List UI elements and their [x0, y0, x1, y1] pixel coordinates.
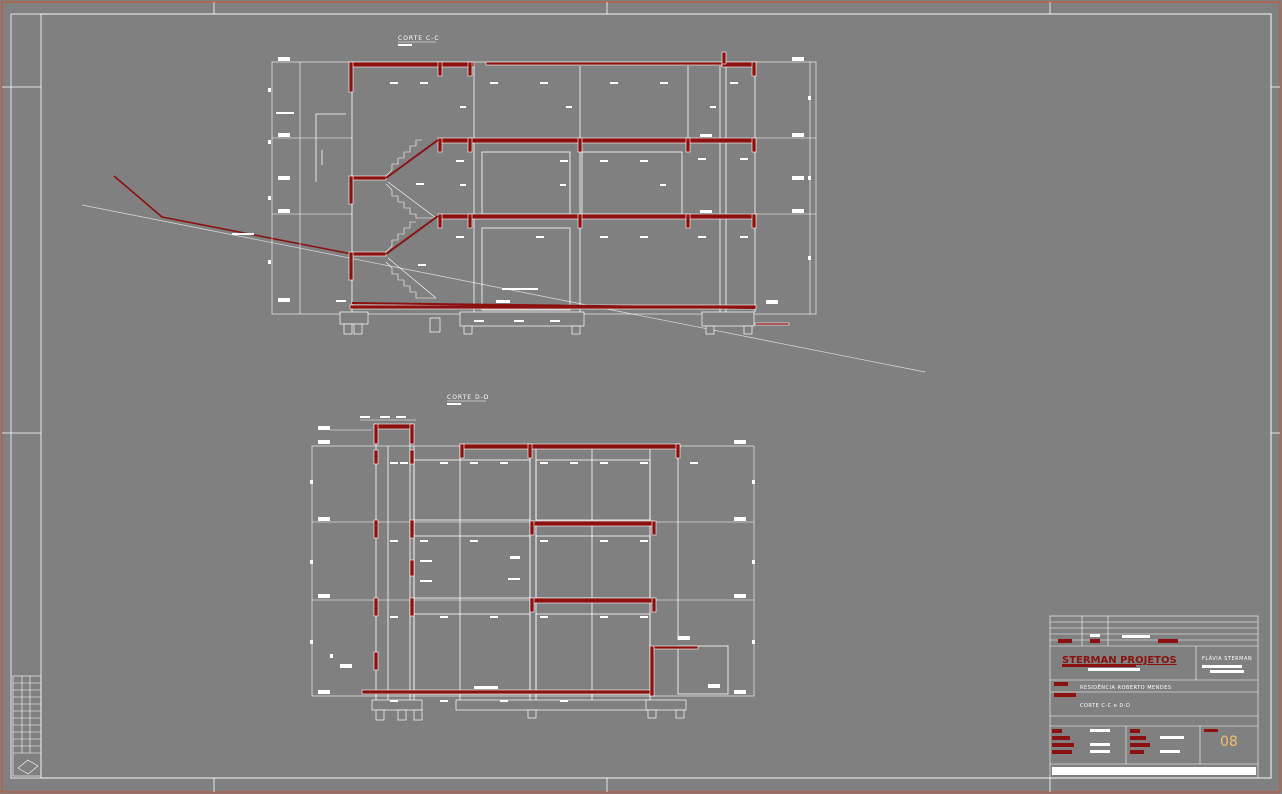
section-cc: CORTE C-C: [81, 35, 926, 373]
title-block: STERMAN PROJETOS FLÁVIA STERMAN RESIDÊNC…: [1049, 615, 1259, 779]
section-dd-cut-slabs: [361, 423, 699, 697]
section-dd-foundations: [371, 699, 687, 721]
section-dd-walls: [375, 430, 729, 700]
section-cc-title: CORTE C-C: [398, 35, 440, 42]
section-dd: CORTE D-D: [310, 394, 755, 721]
section-cc-dimension-frame: [271, 61, 817, 315]
revision-table: [12, 675, 42, 777]
sheet-number: 08: [1220, 734, 1238, 750]
author-label: FLÁVIA STERMAN: [1202, 655, 1252, 662]
section-dd-title: CORTE D-D: [447, 394, 489, 401]
section-cc-walls: [315, 66, 756, 312]
section-cc-stairs: [385, 139, 437, 299]
section-cc-level-markers: [276, 57, 804, 304]
sheet-content: CORTE C-C e D-D: [1080, 703, 1130, 709]
section-cc-annotations: [268, 82, 811, 322]
project-name: RESIDÊNCIA ROBERTO MENDES: [1080, 683, 1172, 691]
terrain-lines: [81, 175, 926, 373]
section-cc-foundations: [339, 311, 755, 335]
brand-name: STERMAN PROJETOS: [1062, 655, 1177, 666]
section-dd-annotations: [310, 462, 755, 702]
section-cc-cut-slabs: [348, 51, 790, 326]
section-dd-level-markers: [318, 416, 746, 694]
